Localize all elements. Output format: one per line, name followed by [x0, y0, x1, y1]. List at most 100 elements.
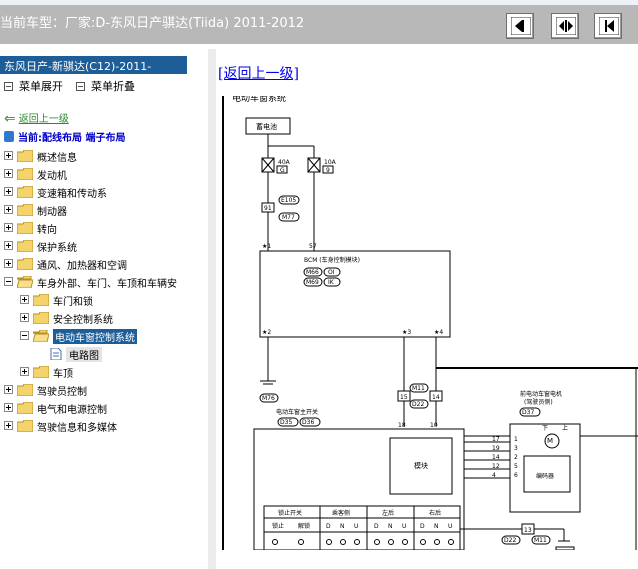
conn-d35: D35 — [280, 419, 292, 426]
content-back-link[interactable]: [返回上一级] — [218, 66, 299, 82]
folder-icon — [16, 383, 34, 397]
collapse-toggle-icon[interactable] — [20, 331, 29, 340]
table-sub-header: 锁止 — [272, 522, 284, 530]
expand-toggle-icon[interactable] — [4, 385, 13, 394]
step-forward-icon — [599, 17, 619, 35]
expand-all-button[interactable]: 菜单展开 — [4, 78, 63, 94]
step-back-icon — [511, 17, 531, 35]
folder-icon — [16, 257, 34, 271]
motor-title: 前电动车窗电机 — [520, 390, 562, 398]
switch-contact — [298, 539, 304, 545]
sidebar-back-label: 返回上一级 — [18, 114, 69, 125]
conn-e105: E105 — [281, 197, 296, 204]
pin-15: 15 — [400, 394, 408, 401]
motor-pin-label: 12 — [492, 463, 500, 470]
folder-icon — [16, 221, 34, 235]
pin-2: ★2 — [262, 329, 271, 336]
pin-14: 14 — [432, 394, 440, 401]
current-location-label: 当前:配线布局 端子布局 — [18, 133, 126, 144]
document-icon — [50, 347, 66, 361]
fuse2-amp: 10A — [324, 159, 337, 166]
motor-pin-label: 17 — [492, 436, 500, 443]
tree-item-label: 电动车窗控制系统 — [53, 329, 137, 344]
pin-57: 57 — [309, 243, 317, 250]
expand-toggle-icon[interactable] — [20, 313, 29, 322]
expand-toggle-icon[interactable] — [20, 367, 29, 376]
switch-contact — [374, 539, 380, 545]
expand-toggle-icon[interactable] — [4, 205, 13, 214]
folder-icon — [16, 401, 34, 415]
folder-icon — [16, 239, 34, 253]
first-page-button[interactable] — [506, 13, 534, 39]
folder-icon — [16, 185, 34, 199]
expand-toggle-icon[interactable] — [4, 403, 13, 412]
switch-contact — [272, 539, 278, 545]
expand-toggle-icon[interactable] — [20, 295, 29, 304]
motor-pin-label: 3 — [514, 445, 518, 452]
fuse1-id: G — [280, 167, 285, 174]
switch-contact — [448, 539, 454, 545]
tree-item-label: 驾驶信息和多媒体 — [37, 423, 117, 434]
sidebar-back-link[interactable]: ⇐返回上一级 — [4, 110, 69, 127]
expand-toggle-icon[interactable] — [4, 241, 13, 250]
table-sub-header: N — [434, 523, 439, 530]
motor-pin-label: 6 — [514, 472, 518, 479]
expand-toggle-icon[interactable] — [4, 421, 13, 430]
expand-icon — [4, 82, 13, 91]
expand-toggle-icon[interactable] — [4, 151, 13, 160]
folder-icon — [32, 293, 50, 307]
last-page-button[interactable] — [594, 13, 622, 39]
pin-3: ★3 — [402, 329, 411, 336]
table-sub-header: U — [402, 523, 406, 530]
motor-pin-label: 2 — [514, 454, 518, 461]
switch-contact — [326, 539, 332, 545]
switch-contact — [340, 539, 346, 545]
expand-toggle-icon[interactable] — [4, 169, 13, 178]
folder-icon — [32, 311, 50, 325]
switch-contact — [388, 539, 394, 545]
sidebar-header: 东风日产-新骐达(C12)-2011- — [0, 56, 187, 74]
wiring-diagram: 电动车窗系统 蓄电池 40A G 10A 9 E105 91 — [222, 96, 638, 550]
expand-toggle-icon[interactable] — [4, 223, 13, 232]
bcm-label: BCM (车身控制模块) — [304, 256, 360, 264]
collapse-toggle-icon[interactable] — [4, 277, 13, 286]
switch-contact — [434, 539, 440, 545]
table-sub-header: U — [354, 523, 358, 530]
tree-item-label: 通风、加热器和空调 — [37, 261, 127, 272]
conn-d37: D37 — [522, 409, 534, 416]
tree-item-label: 车顶 — [53, 369, 73, 380]
table-sub-header: D — [374, 523, 379, 530]
main-switch-label: 电动车窗主开关 — [276, 408, 318, 416]
back-arrow-icon: ⇐ — [4, 111, 16, 127]
diagram-title: 电动车窗系统 — [232, 96, 286, 104]
conn-m66: M66 — [306, 269, 319, 276]
table-header-lock: 锁止开关 — [278, 509, 302, 517]
pin-1: ★1 — [262, 243, 271, 250]
motor-pin-label: 14 — [492, 454, 500, 461]
page-title: 当前车型：厂家:D-东风日产骐达(Tiida) 2011-2012 — [0, 16, 305, 31]
expand-toggle-icon[interactable] — [4, 187, 13, 196]
encoder-label: 编码器 — [536, 472, 554, 480]
table-sub-header: D — [326, 523, 331, 530]
table-header-rear-left: 左后 — [382, 509, 394, 517]
pin-4: ★4 — [434, 329, 443, 336]
motor-pin-label: 5 — [514, 463, 518, 470]
expand-toggle-icon[interactable] — [4, 259, 13, 268]
motor-pin-label: 4 — [492, 472, 496, 479]
folder-icon — [16, 167, 34, 181]
conn-m77: M77 — [282, 214, 295, 221]
pane-splitter[interactable] — [208, 49, 218, 569]
pin-18: 18 — [398, 422, 406, 429]
pin-10: 10 — [430, 422, 438, 429]
up-label: 上 — [562, 424, 568, 432]
module-label: 模块 — [414, 461, 428, 470]
collapse-all-button[interactable]: 菜单折叠 — [76, 78, 135, 94]
conn-m69: M69 — [306, 279, 319, 286]
content-pane: [返回上一级] 电动车窗系统 蓄电池 40A G 10A 9 — [218, 49, 638, 569]
split-view-button[interactable] — [551, 13, 579, 39]
table-sub-header: N — [340, 523, 345, 530]
conn-d22: D22 — [412, 401, 424, 408]
table-sub-header: U — [448, 523, 452, 530]
motor-sub: (驾驶员侧) — [524, 398, 553, 406]
top-bar: 当前车型：厂家:D-东风日产骐达(Tiida) 2011-2012 — [0, 0, 638, 44]
